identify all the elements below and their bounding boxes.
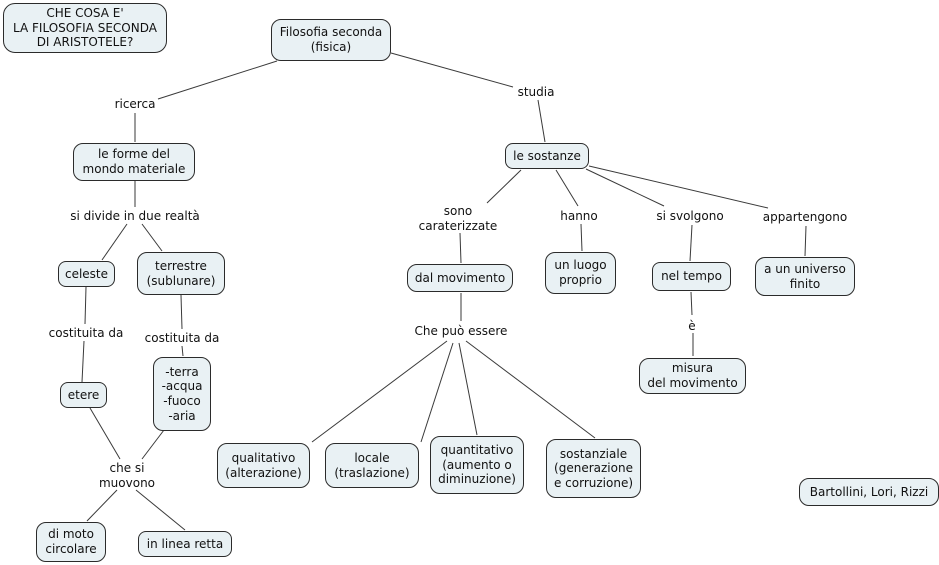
node-luogo-proprio[interactable]: un luogo proprio bbox=[545, 252, 616, 294]
edge-sidivide-celeste bbox=[101, 223, 128, 261]
node-linea-retta[interactable]: in linea retta bbox=[138, 531, 232, 557]
edge-sostanze-sono bbox=[486, 169, 522, 204]
node-universo-finito-label: a un universo finito bbox=[764, 261, 846, 291]
node-quattro-elementi[interactable]: -terra -acqua -fuoco -aria bbox=[153, 357, 211, 431]
node-terrestre-sublunare[interactable]: terrestre (sublunare) bbox=[137, 252, 225, 295]
node-etere-label: etere bbox=[67, 387, 100, 402]
edge-sidivide-terrestre bbox=[141, 223, 163, 252]
node-celeste-label: celeste bbox=[64, 266, 109, 281]
node-luogo-proprio-label: un luogo proprio bbox=[554, 258, 607, 287]
edge-costituita-etere bbox=[81, 340, 85, 383]
node-question-title[interactable]: CHE COSA E' LA FILOSOFIA SECONDA DI ARIS… bbox=[3, 3, 167, 53]
node-universo-finito[interactable]: a un universo finito bbox=[755, 257, 855, 296]
link-studia-label: studia bbox=[517, 85, 555, 99]
edge-chepuo-sostanziale bbox=[465, 340, 596, 439]
node-forme-mondo-materiale-label: le forme del mondo materiale bbox=[82, 147, 186, 176]
link-costituita-da-destra-label: costituita da bbox=[144, 331, 220, 345]
edge-celeste-costituita bbox=[84, 286, 87, 325]
link-costituita-da-sinistra[interactable]: costituita da bbox=[46, 326, 126, 341]
edge-svolgono-tempo bbox=[689, 224, 693, 262]
node-quattro-elementi-label: -terra -acqua -fuoco -aria bbox=[161, 364, 203, 423]
node-misura-movimento[interactable]: misura del movimento bbox=[639, 358, 746, 394]
edge-studia-sostanze bbox=[537, 99, 546, 143]
link-sono-caraterizzate[interactable]: sono caraterizzate bbox=[410, 204, 506, 234]
node-celeste[interactable]: celeste bbox=[58, 261, 115, 287]
node-sostanze[interactable]: le sostanze bbox=[505, 143, 589, 169]
edge-hanno-luogo bbox=[580, 223, 583, 252]
link-costituita-da-sinistra-label: costituita da bbox=[48, 326, 124, 340]
edge-sostanze-hanno bbox=[555, 169, 579, 207]
edge-muovono-retta bbox=[135, 489, 186, 531]
link-che-si-muovono-label: che si muovono bbox=[98, 461, 156, 490]
link-sono-caraterizzate-label: sono caraterizzate bbox=[418, 204, 498, 233]
edge-appartengono-universo bbox=[804, 225, 807, 257]
node-filosofia-seconda[interactable]: Filosofia seconda (fisica) bbox=[271, 19, 391, 61]
node-terrestre-sublunare-label: terrestre (sublunare) bbox=[146, 258, 216, 288]
node-forme-mondo-materiale[interactable]: le forme del mondo materiale bbox=[73, 143, 195, 181]
node-moto-circolare[interactable]: di moto circolare bbox=[36, 522, 106, 562]
node-locale-label: locale (traslazione) bbox=[334, 450, 410, 480]
edge-tempo-e bbox=[690, 291, 693, 316]
node-nel-tempo[interactable]: nel tempo bbox=[652, 262, 731, 291]
link-che-si-muovono[interactable]: che si muovono bbox=[92, 461, 162, 491]
link-ricerca-label: ricerca bbox=[114, 97, 156, 111]
link-costituita-da-destra[interactable]: costituita da bbox=[142, 331, 222, 346]
link-ricerca[interactable]: ricerca bbox=[105, 97, 165, 112]
node-dal-movimento-label: dal movimento bbox=[414, 270, 506, 285]
edge-chepuo-qualitativo bbox=[311, 340, 448, 443]
edge-elementi-muovono bbox=[141, 429, 165, 460]
link-si-divide-label: si divide in due realtà bbox=[70, 209, 200, 223]
node-sostanze-label: le sostanze bbox=[513, 148, 581, 163]
node-qualitativo[interactable]: qualitativo (alterazione) bbox=[217, 443, 310, 488]
edge-filosofia-ricerca bbox=[157, 60, 278, 100]
edge-etere-muovono bbox=[89, 407, 121, 460]
node-moto-circolare-label: di moto circolare bbox=[45, 527, 97, 556]
node-quantitativo-label: quantitativo (aumento o diminuzione) bbox=[438, 443, 516, 487]
node-etere[interactable]: etere bbox=[60, 382, 107, 408]
edge-chepuo-quantitativo bbox=[458, 342, 478, 436]
link-che-puo-essere-label: Che può essere bbox=[414, 324, 508, 338]
edge-costituita-elementi bbox=[181, 345, 184, 357]
link-studia[interactable]: studia bbox=[506, 85, 566, 100]
node-sostanziale[interactable]: sostanziale (generazione e corruzione) bbox=[546, 439, 641, 498]
node-authors[interactable]: Bartollini, Lori, Rizzi bbox=[799, 478, 939, 506]
node-authors-label: Bartollini, Lori, Rizzi bbox=[809, 484, 929, 499]
link-e[interactable]: è bbox=[677, 319, 707, 334]
link-si-svolgono[interactable]: si svolgono bbox=[650, 209, 730, 224]
edge-terrestre-costituita bbox=[180, 294, 183, 330]
edge-sono-movimento bbox=[459, 232, 462, 264]
link-hanno[interactable]: hanno bbox=[549, 209, 609, 224]
node-locale[interactable]: locale (traslazione) bbox=[325, 443, 419, 488]
node-quantitativo[interactable]: quantitativo (aumento o diminuzione) bbox=[430, 436, 524, 494]
node-qualitativo-label: qualitativo (alterazione) bbox=[225, 450, 302, 480]
link-che-puo-essere[interactable]: Che può essere bbox=[411, 324, 511, 339]
edge-sostanze-appartengono bbox=[588, 165, 769, 209]
node-misura-movimento-label: misura del movimento bbox=[647, 361, 738, 390]
edge-filosofia-studia bbox=[390, 52, 514, 88]
link-hanno-label: hanno bbox=[560, 209, 598, 223]
link-si-svolgono-label: si svolgono bbox=[656, 209, 724, 223]
edge-muovono-circolare bbox=[86, 489, 118, 522]
node-linea-retta-label: in linea retta bbox=[146, 536, 224, 551]
link-appartengono-label: appartengono bbox=[762, 210, 848, 224]
node-dal-movimento[interactable]: dal movimento bbox=[407, 264, 513, 292]
edge-sostanze-svolgono bbox=[585, 168, 665, 207]
node-question-title-label: CHE COSA E' LA FILOSOFIA SECONDA DI ARIS… bbox=[13, 6, 157, 50]
node-nel-tempo-label: nel tempo bbox=[661, 269, 722, 284]
node-sostanziale-label: sostanziale (generazione e corruzione) bbox=[553, 446, 634, 490]
edge-chepuo-locale bbox=[420, 342, 454, 443]
node-filosofia-seconda-label: Filosofia seconda (fisica) bbox=[279, 25, 383, 54]
link-si-divide[interactable]: si divide in due realtà bbox=[60, 209, 210, 224]
link-appartengono[interactable]: appartengono bbox=[760, 210, 850, 225]
link-e-label: è bbox=[688, 319, 696, 333]
